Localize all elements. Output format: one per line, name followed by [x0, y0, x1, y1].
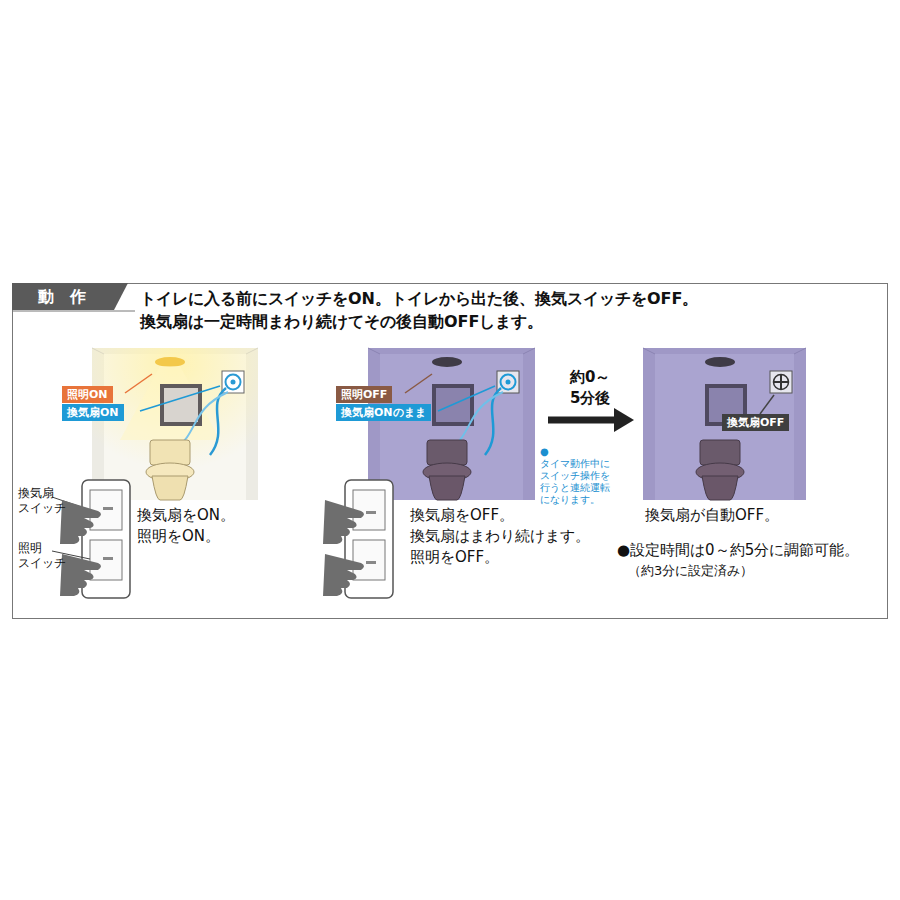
room-dark	[368, 348, 535, 500]
time-arrow	[548, 408, 634, 432]
tab-title: 動 作	[38, 287, 86, 306]
status-tag-text: 照明OFF	[341, 388, 387, 401]
status-tag: 換気扇ONのまま	[336, 404, 431, 421]
room-lit	[92, 348, 258, 500]
status-tag: 照明ON	[62, 386, 113, 403]
time-label: 約0～ 5分後	[570, 367, 610, 409]
note-text: ●タイマ動作中に スイッチ操作を 行うと連続運転 になります。	[540, 446, 610, 506]
status-tag-text: 換気扇ON	[67, 406, 119, 419]
step-caption: 換気扇をON。 照明をON。	[137, 505, 235, 547]
status-tag-text: 換気扇OFF	[727, 416, 784, 429]
section-tab: 動 作	[12, 283, 128, 310]
status-tag: 照明OFF	[336, 386, 392, 403]
status-tag-text: 照明ON	[67, 388, 108, 401]
setting-note: （約3分に設定済み）	[628, 562, 753, 580]
heading-text: トイレに入る前にスイッチをON。トイレから出た後、換気スイッチをOFF。	[140, 288, 698, 310]
heading-text: 換気扇は一定時間まわり続けてその後自動OFFします。	[140, 311, 543, 333]
status-tag-text: 換気扇ONのまま	[341, 406, 426, 419]
step-caption: 換気扇をOFF。 換気扇はまわり続けます。 照明をOFF。	[410, 505, 590, 568]
room-dark	[643, 348, 806, 500]
wall-switch	[52, 480, 130, 598]
switch-label: 換気扇 スイッチ	[18, 486, 66, 516]
status-tag: 換気扇OFF	[722, 414, 789, 431]
status-tag: 換気扇ON	[62, 404, 124, 421]
wall-switch	[323, 480, 393, 598]
switch-label: 照明 スイッチ	[18, 541, 66, 571]
setting-note: ●設定時間は0～約5分に調節可能。	[617, 540, 859, 560]
panel-border	[13, 284, 888, 619]
step-caption: 換気扇が自動OFF。	[645, 505, 779, 525]
